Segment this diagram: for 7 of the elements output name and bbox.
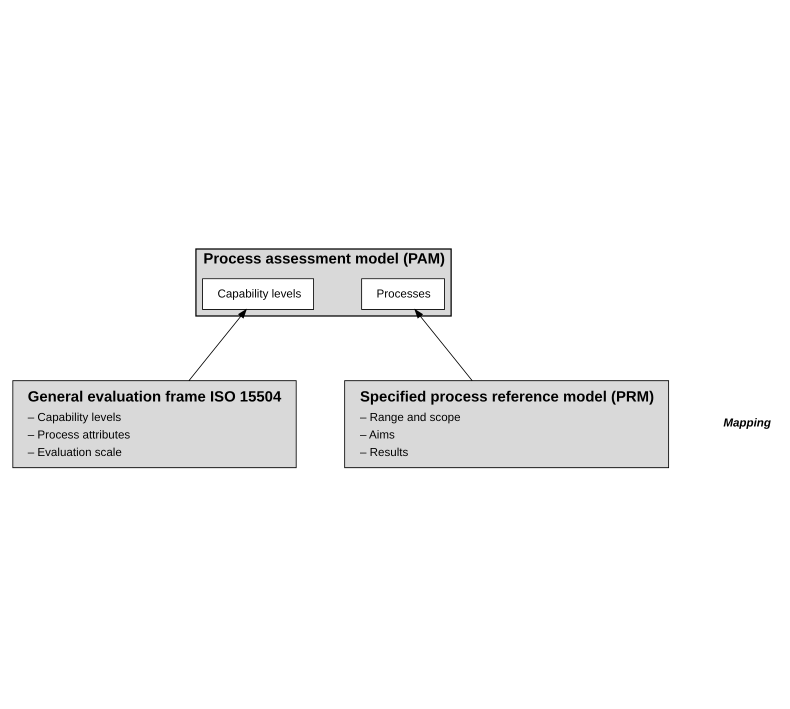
node-box: Capability levels (202, 278, 314, 310)
node-box: Specified process reference model (PRM) – Range and scope – Aims – Results (344, 380, 670, 468)
node-box: Processes (361, 278, 445, 310)
label: Mapping (723, 416, 771, 429)
arrow (188, 308, 247, 381)
node-box: General evaluation frame ISO 15504 – Capability levels – Process attributes – Evaluation scale (12, 380, 297, 468)
arrow (414, 308, 473, 381)
